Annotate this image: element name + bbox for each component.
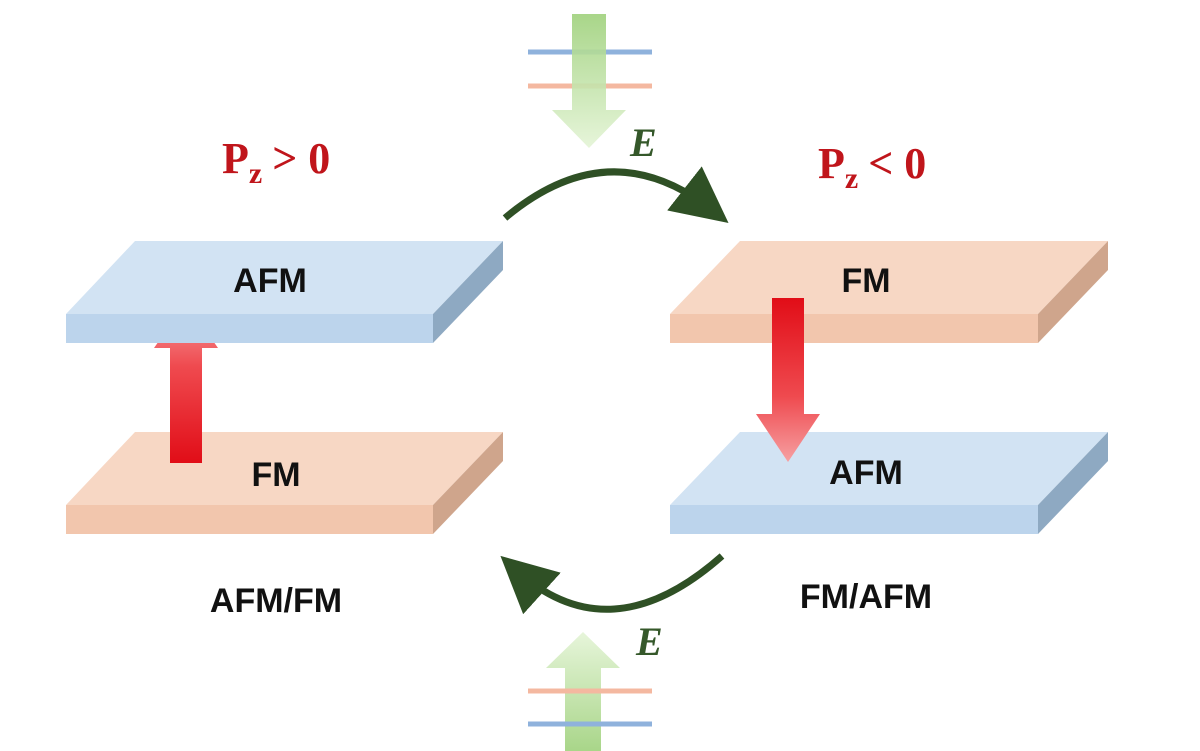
- cycle-arrow-bottom: [500, 553, 725, 615]
- left-state-caption: AFM/FM: [210, 582, 342, 620]
- polarization-left: Pz> 0: [222, 134, 330, 190]
- field-arrow-top: [528, 14, 652, 148]
- field-arrow-bottom: [528, 632, 652, 751]
- left-bottom-layer-label: FM: [251, 456, 300, 494]
- left-top-layer-label: AFM: [233, 262, 307, 300]
- left-top-layer-afm: [66, 241, 503, 343]
- cycle-arrow-top: [502, 166, 729, 223]
- polarization-right: Pz< 0: [818, 139, 926, 195]
- field-down-arrow-icon: [552, 14, 626, 148]
- right-top-layer-label: FM: [841, 262, 890, 300]
- right-state-caption: FM/AFM: [800, 578, 932, 616]
- right-bottom-layer-afm: [670, 432, 1108, 534]
- right-bottom-layer-label: AFM: [829, 454, 903, 492]
- right-top-layer-fm: [670, 241, 1108, 343]
- field-label-bottom: E: [635, 619, 663, 664]
- field-label-top: E: [629, 120, 657, 165]
- dipole-down-arrow-icon: [756, 298, 820, 462]
